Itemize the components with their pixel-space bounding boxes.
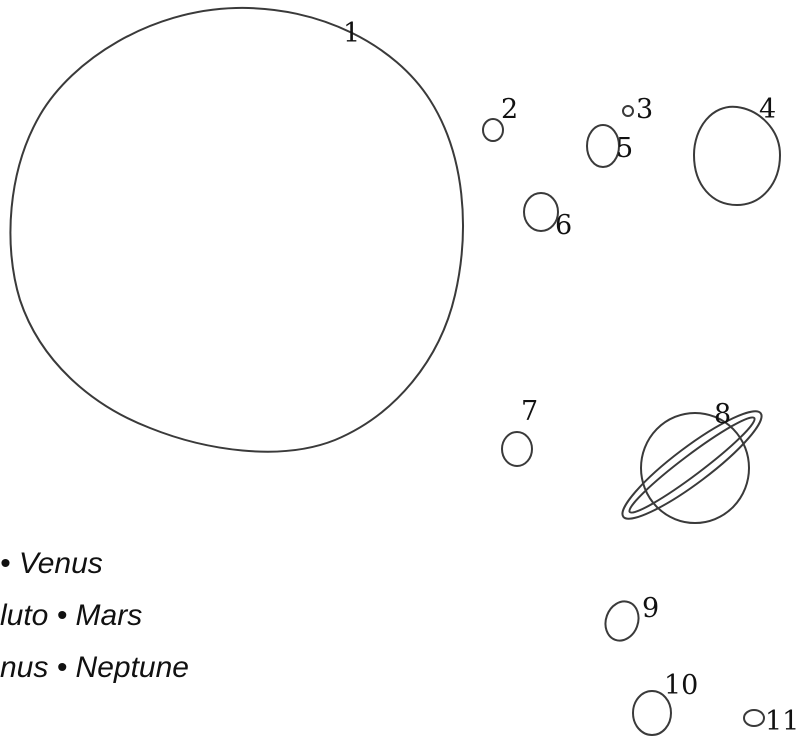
label-7: 7 (521, 396, 538, 427)
small-body-3-outline (623, 106, 633, 116)
saturn-body-outline (641, 413, 749, 523)
label-2: 2 (501, 94, 518, 125)
label-9: 9 (642, 593, 659, 624)
word-bank-line-3: nus • Neptune (0, 642, 189, 694)
sun-outline (10, 8, 463, 452)
body-9-outline (600, 597, 644, 646)
body-5-outline (587, 125, 619, 167)
mercury-outline (483, 119, 503, 141)
word-bank-line-2: luto • Mars (0, 590, 189, 642)
label-10: 10 (664, 670, 698, 701)
saturn-ring-inner (624, 410, 761, 520)
word-bank-line-1: • Venus (0, 538, 189, 590)
label-1: 1 (343, 18, 360, 49)
planet-word-bank: • Venus luto • Mars nus • Neptune (0, 538, 189, 694)
label-8: 8 (714, 399, 731, 430)
body-11-outline (744, 710, 764, 726)
body-7-outline (502, 432, 532, 466)
label-6: 6 (555, 210, 572, 241)
saturn-drawing (612, 399, 771, 531)
label-3: 3 (636, 94, 653, 125)
label-4: 4 (759, 94, 776, 125)
body-6-outline (524, 193, 558, 231)
label-5: 5 (616, 133, 633, 164)
label-11: 11 (765, 706, 799, 737)
